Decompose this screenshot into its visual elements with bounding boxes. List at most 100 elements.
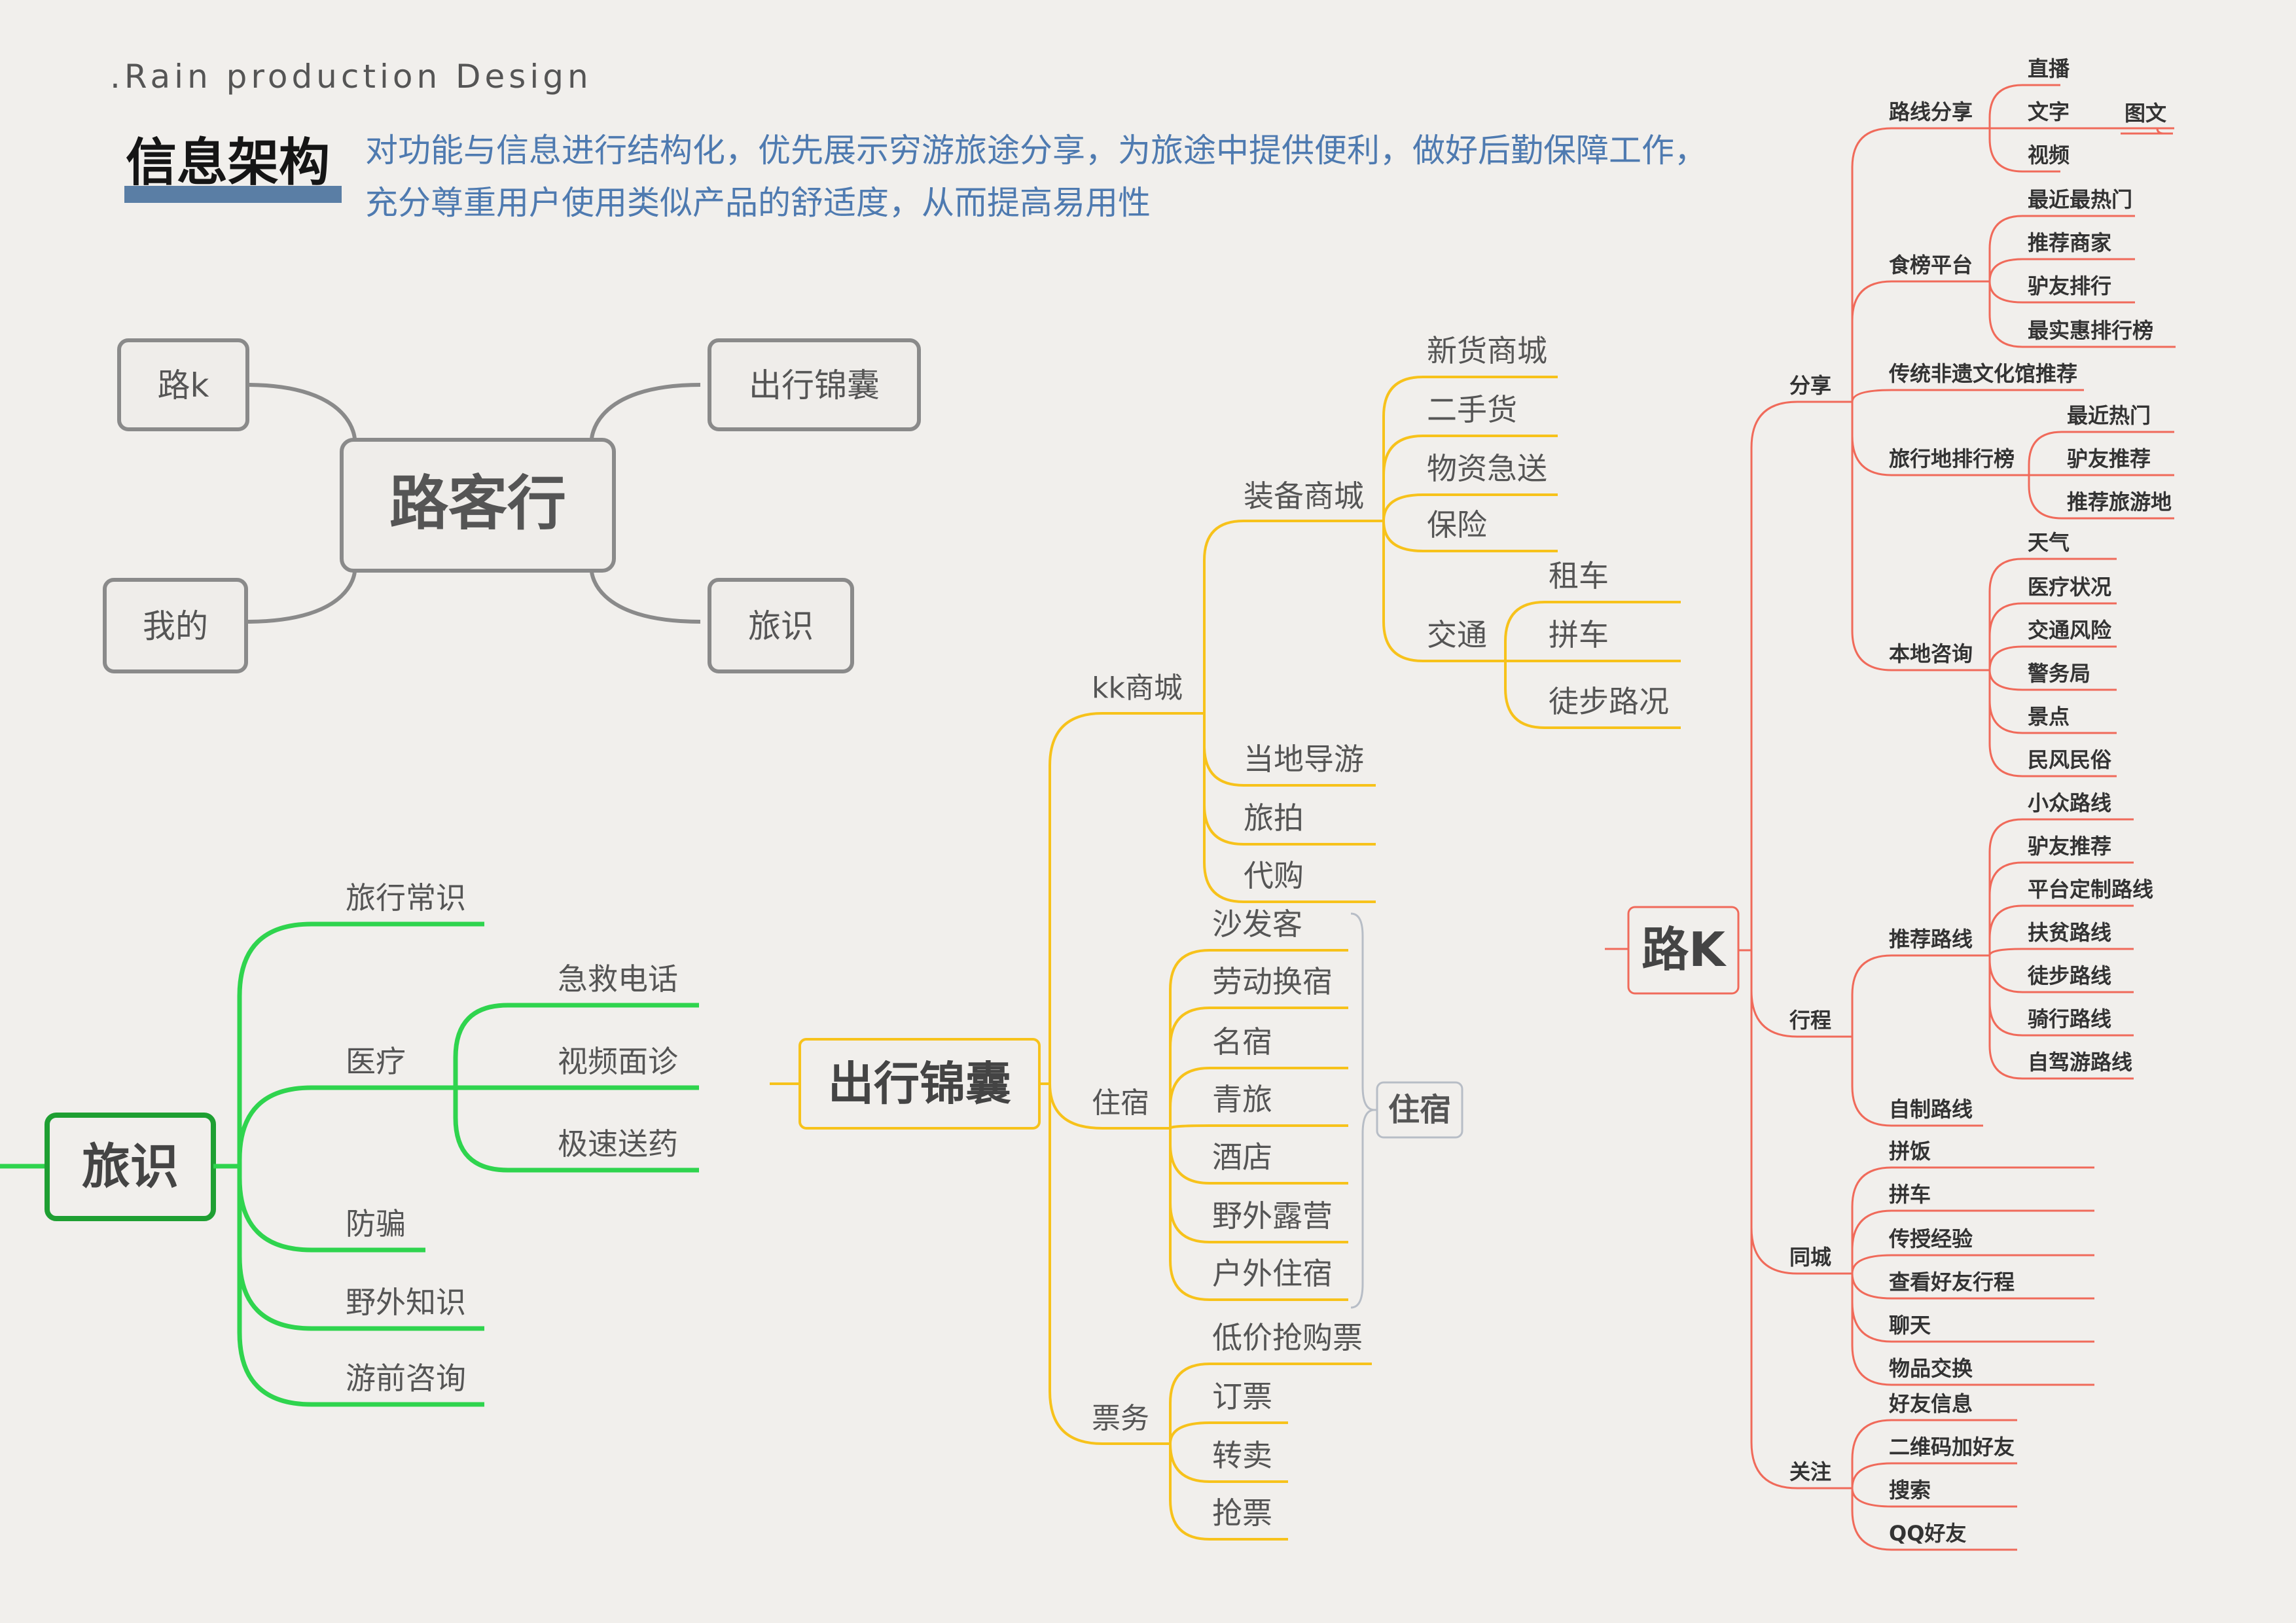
- chuxing-jiaotong-item-2: 徒步路况: [1549, 684, 1669, 719]
- connector: [1203, 804, 1376, 846]
- connector: [1988, 645, 2117, 671]
- lvshi-item-3: 野外知识: [346, 1285, 466, 1320]
- luk-shibang-item-0: 最近最热门: [2028, 187, 2132, 212]
- connector: [1049, 1391, 1170, 1445]
- page-title: 信息架构: [126, 134, 331, 192]
- connector: [1750, 990, 1852, 1038]
- chuxing-jiaotong-item-1: 拼车: [1549, 617, 1609, 652]
- luk-luxian-item-2: 视频: [2028, 143, 2070, 168]
- chuxing-zhuangbei: 装备商城: [1244, 478, 1364, 514]
- connector: [1851, 1510, 2017, 1551]
- luk-tongcheng-item-0: 拼饭: [1889, 1139, 1931, 1164]
- connector: [1851, 1345, 2094, 1386]
- connector: [1169, 949, 1348, 990]
- connector: [1169, 1363, 1372, 1404]
- connector: [1988, 313, 2176, 348]
- luk-guanzhu-item-2: 搜索: [1889, 1478, 1931, 1503]
- overview-node-2: 我的: [143, 607, 208, 645]
- connector: [1169, 1260, 1348, 1301]
- chuxing-zhuangbei-item-4: 交通: [1427, 617, 1487, 652]
- connector: [1169, 1202, 1348, 1243]
- luk-fenxiang-item-3: 旅行地排行榜: [1889, 446, 2015, 471]
- connector: [1851, 1209, 2094, 1251]
- connector: [1851, 1273, 2094, 1300]
- connector: [1988, 743, 2117, 777]
- connector: [1851, 1419, 2017, 1460]
- chuxing-piaowu-item-2: 转卖: [1212, 1438, 1272, 1473]
- luk-level1-item-1: 行程: [1789, 1008, 1831, 1033]
- connector: [1851, 1086, 1983, 1127]
- connector: [237, 1332, 484, 1407]
- luk-luxian-item-1: 文字: [2028, 99, 2070, 124]
- connector: [1988, 138, 2060, 173]
- luk-paihang-item-2: 推荐旅游地: [2067, 490, 2172, 514]
- connector: [1851, 435, 1999, 476]
- overview-center-label: 路客行: [389, 469, 566, 538]
- luk-tuijian-item-0: 小众路线: [2028, 791, 2111, 815]
- lvshi-medical-item-2: 极速送药: [558, 1126, 678, 1162]
- luk-tongcheng-item-2: 传授经验: [1888, 1226, 1973, 1251]
- luk-zixun-item-4: 景点: [2028, 704, 2070, 729]
- chuxing-zhusu-item-0: 沙发客: [1212, 906, 1302, 942]
- lvshi-item-4: 游前咨询: [346, 1361, 466, 1396]
- luk-level1-item-0: 分享: [1789, 373, 1831, 398]
- chuxing-zhuangbei-item-0: 新货商城: [1427, 333, 1547, 368]
- luk-zixun-item-3: 警务局: [2028, 661, 2090, 686]
- luk-tuijian-item-4: 徒步路线: [2027, 963, 2111, 988]
- luk-tuijian-item-5: 骑行路线: [2028, 1007, 2111, 1031]
- chuxing-zhusu-item-2: 名宿: [1212, 1024, 1272, 1060]
- chuxing-piaowu-item-1: 订票: [1212, 1379, 1272, 1414]
- connector: [1988, 1002, 2134, 1037]
- connector: [2028, 485, 2174, 520]
- chuxing-piaowu-item-3: 抢票: [1212, 1495, 1272, 1531]
- luk-guanzhu-item-1: 二维码加好友: [1889, 1435, 2015, 1459]
- chuxing-zhusu-item-5: 野外露营: [1212, 1198, 1333, 1234]
- connector: [2028, 431, 2174, 465]
- luk-paihang-item-1: 驴友推荐: [2067, 446, 2151, 471]
- connector: [1988, 959, 2134, 993]
- chuxing-level1-item-1: 住宿: [1092, 1086, 1149, 1120]
- chuxing-kk-item-2: 代购: [1244, 858, 1304, 893]
- luk-guanzhu-item-0: 好友信息: [1888, 1391, 1973, 1416]
- chuxing-zhusu-item-6: 户外住宿: [1212, 1256, 1333, 1291]
- connector: [1203, 745, 1376, 787]
- chuxing-kk-item-0: 当地导游: [1244, 741, 1364, 777]
- zhusu-summary-label: 住宿: [1388, 1092, 1451, 1128]
- connector: [1988, 84, 2060, 118]
- connector: [453, 1003, 699, 1058]
- connector: [237, 921, 484, 997]
- connector: [1169, 1124, 1348, 1130]
- overview-connector: [245, 570, 357, 624]
- luk-tuijian-item-2: 平台定制路线: [2028, 877, 2153, 902]
- luk-fenxiang-item-4: 本地咨询: [1889, 641, 1973, 666]
- connector: [1169, 1143, 1348, 1185]
- lvshi-medical-item-0: 急救电话: [558, 961, 678, 997]
- connector: [1988, 215, 2135, 249]
- zhusu-summary-box: [1376, 1081, 1463, 1139]
- connector: [1382, 493, 1558, 522]
- luk-guanzhu-item-3: QQ好友: [1889, 1521, 1966, 1546]
- connector: [1169, 1067, 1348, 1108]
- overview-node-box: [103, 578, 248, 673]
- overview-connector: [245, 383, 357, 440]
- connector: [1049, 1083, 1170, 1130]
- overview-node-box: [708, 578, 854, 673]
- connector: [1203, 520, 1384, 561]
- luk-zixun-item-1: 医疗状况: [2028, 575, 2111, 599]
- connector: [1851, 389, 2084, 402]
- chuxing-zhusu-item-4: 酒店: [1212, 1139, 1272, 1175]
- luk-tongcheng-item-4: 聊天: [1889, 1313, 1931, 1338]
- connector: [1851, 1488, 2017, 1508]
- brand-label: .Rain production Design: [110, 58, 592, 96]
- connector: [237, 1177, 425, 1253]
- lvshi-item-0: 旅行常识: [346, 880, 466, 916]
- connector: [1988, 602, 2117, 637]
- chuxing-zhuangbei-item-1: 二手货: [1427, 392, 1517, 427]
- connector: [1988, 700, 2117, 734]
- chuxing-level1-item-0: kk商城: [1092, 671, 1183, 705]
- connector: [1504, 688, 1681, 729]
- luk-xingcheng-item-1: 自制路线: [1889, 1097, 1973, 1122]
- chuxing-zhusu-item-1: 劳动换宿: [1212, 964, 1333, 999]
- chuxing-jiaotong-item-0: 租车: [1549, 558, 1609, 594]
